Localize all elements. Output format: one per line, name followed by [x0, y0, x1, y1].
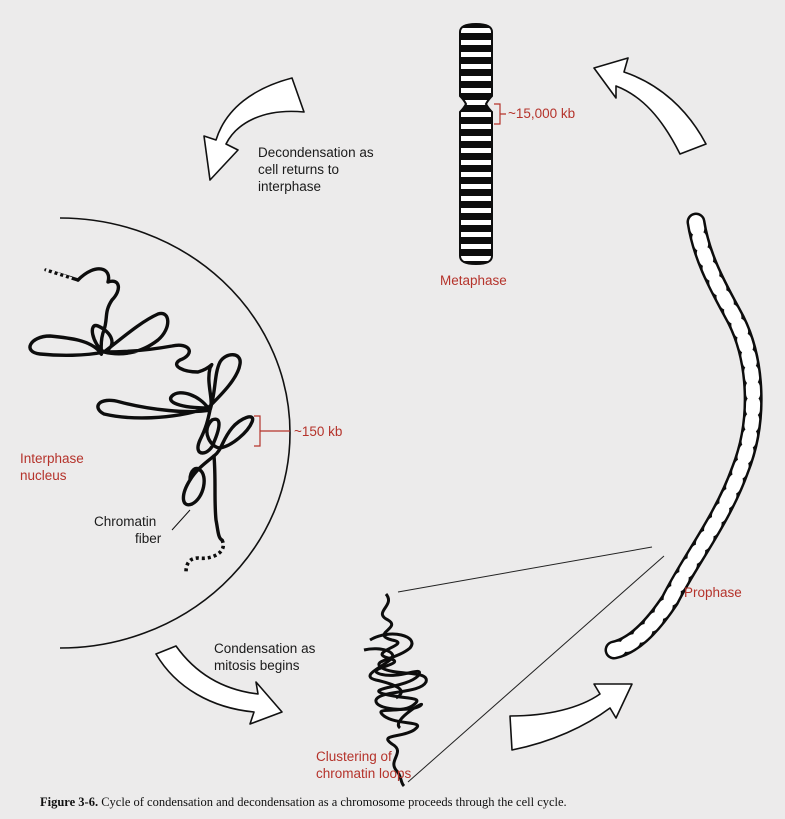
chromatin-fiber-label-line1: Chromatin [94, 513, 156, 530]
clustering-label-line2: chromatin loops [316, 765, 411, 782]
metaphase-bracket [494, 104, 506, 124]
interphase-label-line1: Interphase [20, 450, 84, 467]
fiber-pointer [172, 510, 190, 530]
metaphase-chromosome [460, 24, 492, 264]
clustering-label-line1: Clustering of [316, 748, 392, 765]
zoom-line-upper [398, 547, 652, 592]
loop-size-label: ~150 kb [294, 423, 342, 440]
prophase-label: Prophase [684, 584, 742, 601]
decondensation-label-line2: cell returns to [258, 161, 339, 178]
metaphase-label: Metaphase [440, 272, 507, 289]
metaphase-return-arrow [594, 58, 706, 154]
figure-number: Figure 3-6. [40, 795, 98, 809]
chromatin-fiber-label-line2: fiber [135, 530, 161, 547]
nucleus-outline [60, 218, 290, 648]
caption-text: Cycle of condensation and decondensation… [101, 795, 566, 809]
interphase-label-line2: nucleus [20, 467, 67, 484]
chromatin-fiber-loops [30, 269, 253, 540]
chromatin-fiber-dotted-end [186, 540, 223, 572]
figure-caption: Figure 3-6. Cycle of condensation and de… [40, 795, 567, 810]
condensation-label-line1: Condensation as [214, 640, 315, 657]
prophase-arrow [510, 684, 632, 750]
zoom-line-lower [408, 556, 664, 782]
decondensation-label-line1: Decondensation as [258, 144, 374, 161]
metaphase-size-label: ~15,000 kb [508, 105, 575, 122]
condensation-label-line2: mitosis begins [214, 657, 300, 674]
decondensation-label-line3: interphase [258, 178, 321, 195]
loop-bracket [254, 416, 290, 446]
